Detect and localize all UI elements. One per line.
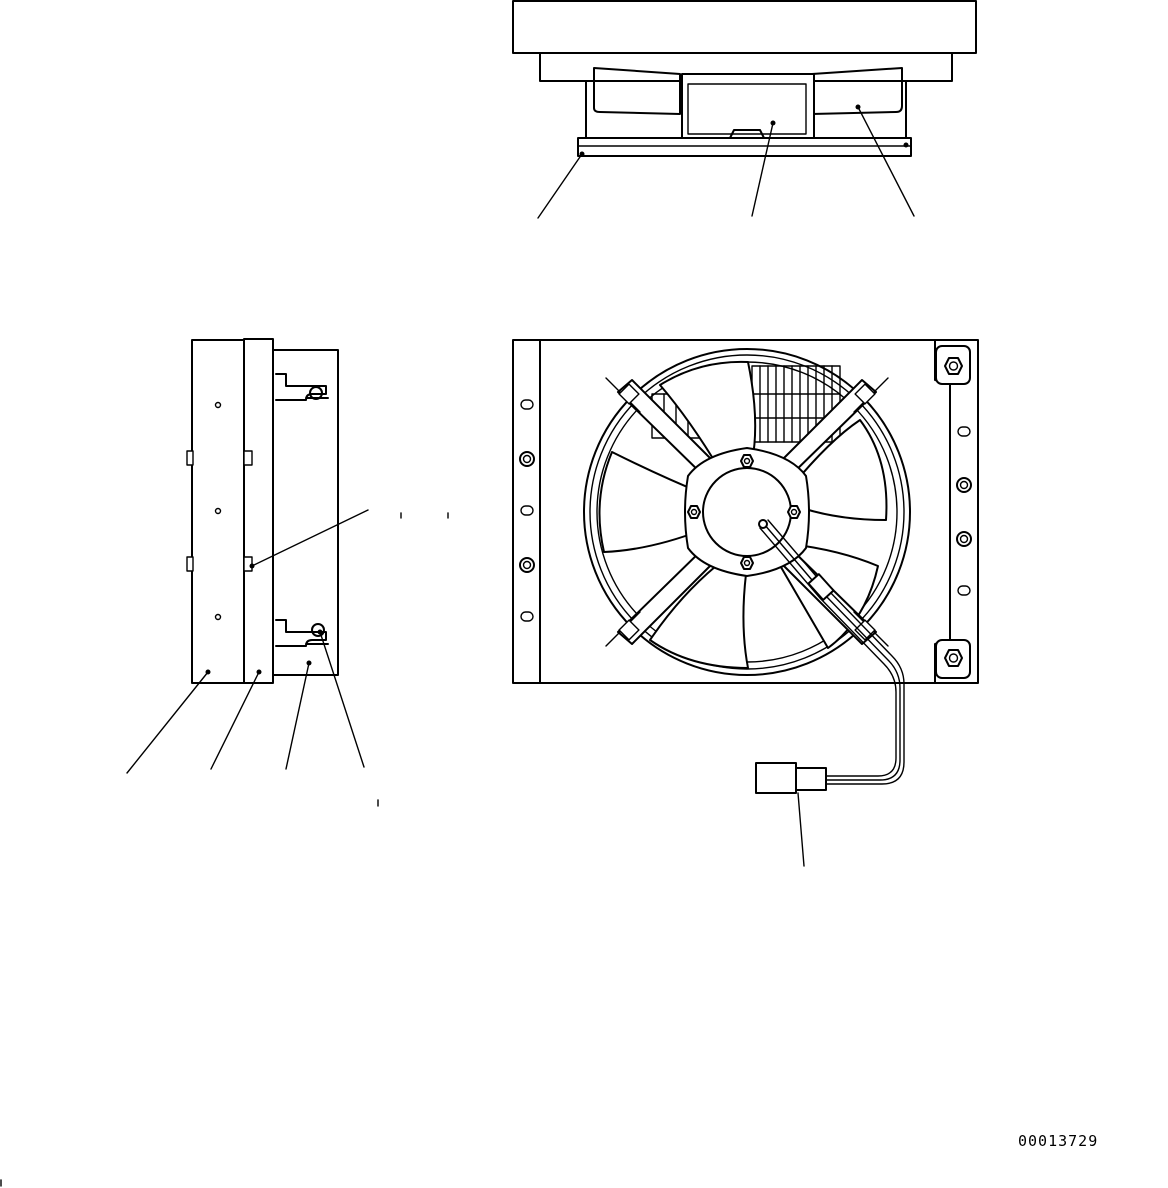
leader-line bbox=[285, 662, 310, 770]
leader-line bbox=[126, 671, 209, 774]
top-view bbox=[512, 0, 977, 219]
top-view-frame bbox=[512, 0, 977, 54]
top-view-motor-inner bbox=[687, 83, 807, 135]
front-view-motor-struts bbox=[605, 377, 889, 647]
side-view bbox=[126, 338, 449, 807]
top-view-base-rail bbox=[577, 137, 912, 157]
front-view-wire-harness bbox=[758, 519, 905, 785]
leader-line bbox=[797, 792, 805, 867]
leader-line bbox=[251, 509, 369, 567]
leader-line bbox=[751, 122, 774, 217]
top-view-shroud-right bbox=[811, 67, 903, 115]
front-view bbox=[512, 339, 979, 867]
leader-line bbox=[319, 631, 365, 768]
drawing-number: 00013729 bbox=[1018, 1132, 1099, 1150]
leader-line bbox=[857, 106, 915, 217]
side-view-shroud bbox=[243, 338, 274, 684]
leader-line bbox=[537, 153, 583, 219]
front-view-motor bbox=[702, 467, 792, 557]
front-view-connector bbox=[755, 762, 797, 794]
top-view-shroud bbox=[585, 67, 907, 139]
side-view-radiator bbox=[191, 339, 245, 684]
leader-line bbox=[210, 671, 260, 770]
